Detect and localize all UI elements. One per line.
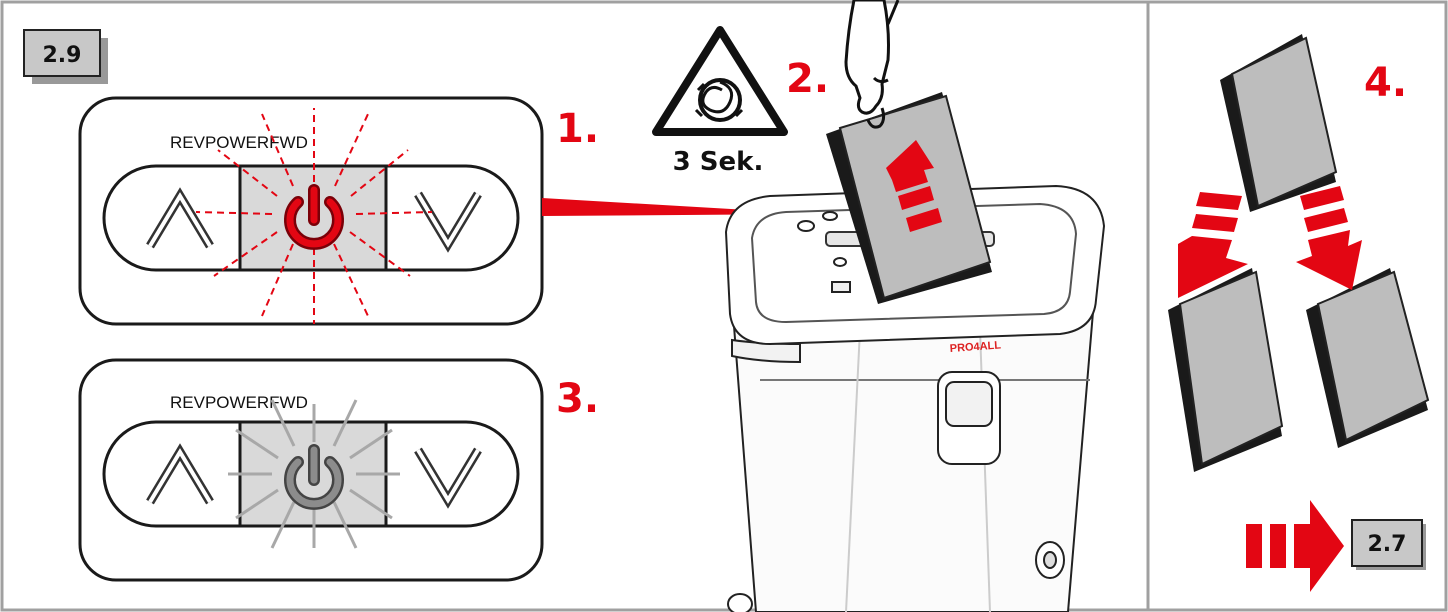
auto-rotation-warning-icon	[652, 26, 788, 136]
badge-right-text: 2.7	[1368, 532, 1407, 557]
arrow-down-right-icon	[1296, 186, 1362, 290]
badge-next-section: 2.7	[1351, 519, 1426, 570]
arrow-down-left-icon	[1178, 192, 1248, 298]
shredder-logo: PRO4ALL	[949, 339, 1001, 355]
shredder-illustration	[724, 184, 1106, 612]
power-icon	[284, 444, 344, 510]
timer-label: 3 Sek.	[673, 147, 764, 177]
steady-rays	[228, 399, 400, 549]
paper-stack-icon	[1220, 34, 1338, 212]
step-2-label: 2.	[786, 56, 829, 102]
paper-stack-icon	[1306, 268, 1430, 448]
paper-stack-icon	[1168, 268, 1284, 472]
step-4-label: 4.	[1364, 60, 1407, 106]
blink-rays	[195, 108, 433, 324]
control-panel-steady: REVPOWERFWD	[78, 358, 544, 582]
panel-label-top: REVPOWERFWD	[170, 133, 308, 152]
badge-left-text: 2.9	[43, 43, 82, 68]
step-3-label: 3.	[556, 376, 599, 422]
panel-label-bottom: REVPOWERFWD	[170, 393, 308, 412]
step-1-label: 1.	[556, 106, 599, 152]
badge-section-number: 2.9	[23, 29, 108, 84]
arrow-right-icon	[1246, 500, 1344, 592]
paper-stack-icon	[826, 92, 992, 304]
power-icon	[284, 184, 344, 250]
control-panel-blinking: REVPOWERFWD	[78, 96, 544, 326]
hand-icon	[844, 0, 900, 129]
